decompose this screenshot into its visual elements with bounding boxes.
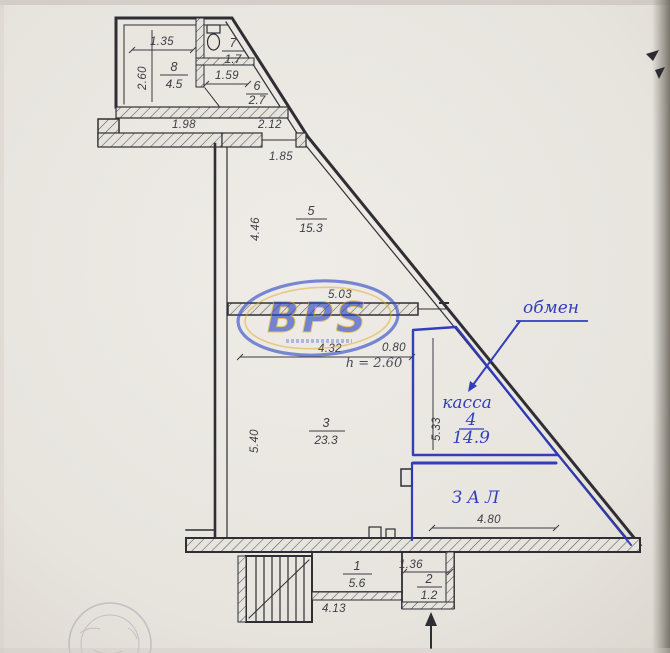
room-5-label: 5 15.3: [296, 204, 327, 235]
room-2-area: 1.2: [421, 588, 438, 602]
zal-label: ЗАЛ: [452, 488, 505, 508]
dim-1-35: 1.35: [150, 36, 174, 48]
right-scan-shadow: [652, 0, 670, 653]
bps-watermark: BPS: [236, 279, 400, 357]
dim-1-98: 1.98: [172, 119, 196, 131]
room-8-number: 8: [171, 60, 178, 74]
height-note: h = 2.60: [346, 356, 402, 371]
wall-pilasters: [368, 526, 396, 539]
room-6-number: 6: [254, 79, 261, 93]
dim-1-36: 1.36: [399, 559, 423, 571]
room-4-label: 4 14.9: [452, 410, 490, 448]
kassa-outline: [410, 325, 632, 546]
dim-1-59: 1.59: [215, 70, 239, 82]
door-jamb: [400, 468, 413, 487]
dim-2-60: 2.60: [137, 66, 149, 91]
left-scan-shadow: [0, 0, 4, 653]
room-3-area: 23.3: [313, 433, 338, 447]
ink-stamp: [68, 602, 152, 653]
top-scan-shadow: [0, 0, 670, 5]
room-7-area: 1.7: [225, 52, 243, 66]
dim-5-40: 5.40: [249, 429, 261, 453]
room-2-number: 2: [425, 572, 433, 586]
top-block-walls: [97, 17, 307, 148]
room-4-number: 4: [465, 410, 477, 430]
room-8-area: 4.5: [166, 77, 183, 91]
entrance-stairs: [237, 555, 313, 623]
obmen-arrow: [468, 320, 588, 392]
blue-pen-annotations: касса 4 14.9 обмен ЗАЛ: [410, 298, 632, 546]
room-1-area: 5.6: [349, 576, 366, 590]
room-3-label: 3 23.3: [309, 416, 345, 447]
room-5-number: 5: [308, 204, 315, 218]
kassa-label: касса: [442, 393, 491, 413]
corner-marks: [646, 50, 665, 79]
room-7-number: 7: [230, 36, 238, 50]
left-wall: [185, 142, 228, 547]
room-6-area: 2.7: [248, 93, 267, 107]
entrance-rooms: [311, 551, 455, 610]
dim-2-12: 2.12: [257, 119, 282, 131]
entrance-arrow: [425, 612, 437, 649]
dim-4-46: 4.46: [250, 217, 262, 241]
room-labels: 8 4.5 7 1.7 6 2.7 5 15.3 3 23.3 1 5.6: [160, 36, 442, 602]
room-1-label: 1 5.6: [343, 559, 372, 590]
dim-4-80: 4.80: [477, 514, 501, 526]
room-5-area: 15.3: [299, 221, 323, 235]
obmen-label: обмен: [523, 298, 579, 318]
dim-4-13: 4.13: [322, 603, 346, 615]
bottom-scan-shadow: [0, 648, 670, 653]
dim-5-03: 5.03: [328, 289, 352, 301]
room-4-area: 14.9: [452, 428, 490, 448]
outer-wall-path: [114, 16, 643, 548]
room-8-label: 8 4.5: [160, 60, 188, 91]
dimension-labels: 1.35 2.60 1.59 1.98 2.12 1.85 4.46 5.03 …: [137, 36, 501, 615]
room-6-label: 6 2.7: [246, 79, 268, 107]
room-1-number: 1: [354, 559, 361, 573]
toilet-fixture: [206, 24, 221, 51]
room-2-label: 2 1.2: [417, 572, 442, 602]
mid-wall: [227, 302, 449, 316]
bps-logo-text: BPS: [267, 293, 369, 342]
room-3-number: 3: [323, 416, 330, 430]
dim-1-85: 1.85: [269, 151, 293, 163]
dim-0-80: 0.80: [382, 342, 406, 354]
room-7-label: 7 1.7: [222, 36, 244, 66]
dim-5-33: 5.33: [431, 417, 443, 441]
